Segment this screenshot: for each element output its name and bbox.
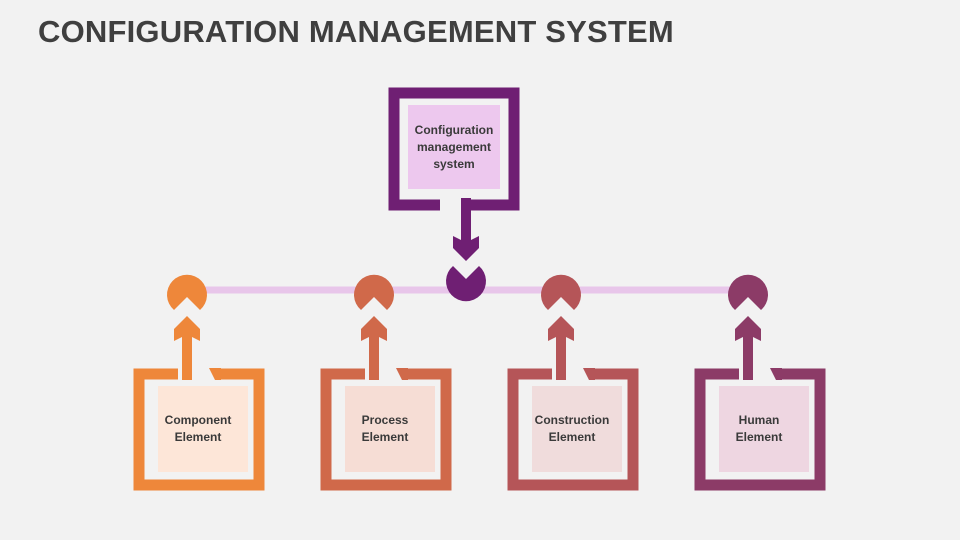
human-element-circle — [728, 274, 769, 310]
up-arrow-icon — [548, 316, 574, 380]
down-arrow-icon — [453, 198, 479, 261]
process-element-circle — [354, 274, 395, 310]
process-element-frame — [320, 368, 452, 491]
construction-element-frame-notch — [583, 368, 595, 380]
process-element-label: Process Element — [361, 413, 409, 444]
component-element-box — [158, 386, 248, 472]
component-element-frame-notch — [209, 368, 221, 380]
up-arrow-icon — [361, 316, 387, 380]
construction-element-label: Construction Element — [534, 413, 610, 444]
human-element-frame — [694, 368, 826, 491]
human-element-label: Human Element — [735, 413, 783, 444]
process-element-frame-notch — [396, 368, 408, 380]
construction-element-box — [532, 386, 622, 472]
process-element-box — [345, 386, 435, 472]
human-element-frame-notch — [770, 368, 782, 380]
component-element-circle — [167, 274, 208, 310]
page-title: CONFIGURATION MANAGEMENT SYSTEM — [38, 14, 674, 49]
component-element-label: Component Element — [164, 413, 232, 444]
construction-element-circle — [541, 274, 581, 310]
top-node-frame — [388, 87, 520, 211]
component-element-frame — [133, 368, 265, 491]
human-element-box — [719, 386, 809, 472]
top-node-box — [408, 105, 500, 189]
up-arrow-icon — [174, 316, 200, 380]
up-arrow-icon — [735, 316, 761, 380]
top-node-label: Configuration management system — [414, 122, 494, 171]
hub-circle — [446, 266, 486, 302]
construction-element-frame — [507, 368, 639, 491]
